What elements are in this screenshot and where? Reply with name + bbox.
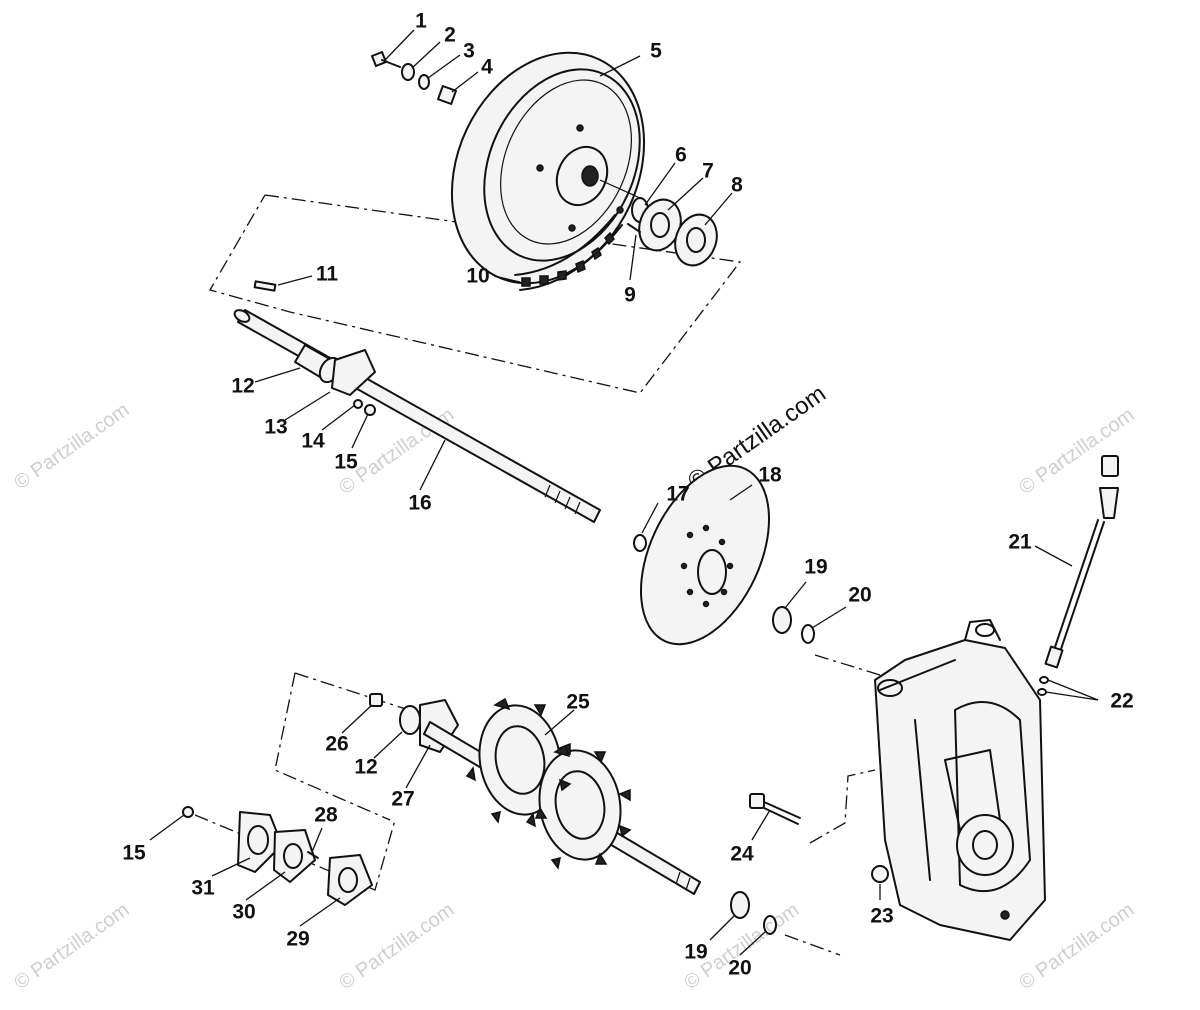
callout-15-lower: 15 [122,842,146,865]
watermark: © Partzilla.com [335,899,458,994]
callout-14: 14 [301,430,325,453]
o-ring-lower-20 [763,915,777,935]
nut-23 [871,865,889,883]
callout-13: 13 [264,416,287,439]
brake-disc [639,464,771,646]
callout-20-upper: 20 [848,584,871,607]
drive-sheave [450,51,646,285]
callout-21: 21 [1008,531,1032,554]
callout-23: 23 [870,905,893,928]
callout-6: 6 [675,144,687,167]
bolt-24 [749,793,801,825]
callout-29: 29 [286,928,309,951]
callout-8: 8 [731,174,743,197]
callout-10: 10 [466,265,489,288]
callout-2: 2 [444,24,456,47]
callout-28: 28 [314,804,338,827]
watermark: © Partzilla.com [1015,404,1138,499]
watermark: © Partzilla.com [10,899,133,994]
bearing-upper [772,606,792,634]
callout-12-lower: 12 [354,756,377,779]
callout-5: 5 [650,40,662,63]
o-ring-upper [801,624,815,644]
dipstick [1044,455,1119,669]
pin-upper [1039,676,1049,684]
callout-19-upper: 19 [804,556,827,579]
callout-15-upper: 15 [334,451,358,474]
track-driveshaft [423,697,701,895]
callout-22: 22 [1110,690,1133,713]
pin-lower [1037,688,1047,696]
callout-12-upper: 12 [231,375,254,398]
callout-26: 26 [325,733,348,756]
callout-18: 18 [758,464,782,487]
callout-24: 24 [730,843,754,866]
bolt-26 [369,693,383,707]
bearing-lower-19 [730,891,750,919]
callout-27: 27 [391,788,414,811]
callout-7: 7 [702,160,714,183]
callout-9: 9 [624,284,636,307]
leader-lines [149,29,1099,956]
callout-19-lower: 19 [684,941,707,964]
callout-16: 16 [408,492,431,515]
callout-labels: 1 2 3 4 5 6 7 8 9 10 11 12 13 14 15 16 1… [122,10,1133,980]
snap-ring [633,534,647,552]
washer-14 [353,399,363,409]
bolt-and-washers [371,51,457,105]
watermark: © Partzilla.com [10,399,133,494]
callout-11: 11 [316,263,339,286]
nut-15-lower [182,806,194,818]
bearing-plates-lower [237,811,373,906]
callout-3: 3 [463,40,475,63]
nut-15 [364,404,376,416]
callout-17: 17 [666,483,689,506]
woodruff-key [253,280,277,292]
bearing-lower-12 [399,705,421,735]
callout-4: 4 [481,56,493,79]
chaincase-housing [874,619,1046,941]
drive-chain [514,214,623,291]
callout-1: 1 [415,10,427,33]
callout-30: 30 [232,901,255,924]
bearing-plates [627,197,718,267]
callout-31: 31 [191,877,215,900]
drive-shaft [233,309,601,523]
callout-20-lower: 20 [728,957,751,980]
callout-25: 25 [566,691,590,714]
